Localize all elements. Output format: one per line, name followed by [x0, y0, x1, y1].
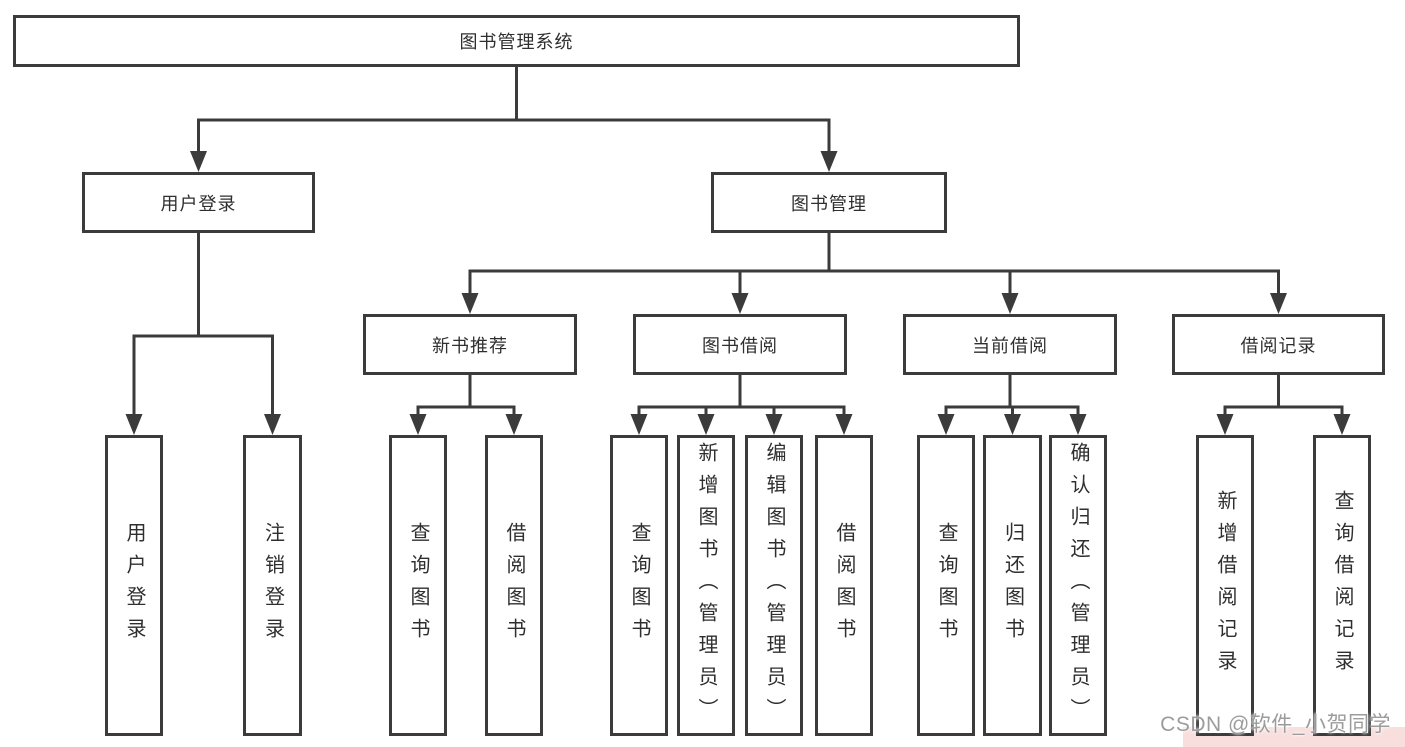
node-borrowing-records: 借阅记录	[1172, 314, 1385, 375]
node-label: 确认归还（管理员）	[1067, 441, 1089, 730]
leaf-borrow-books-borrowing: 借阅图书	[815, 435, 873, 736]
node-label: 新书推荐	[432, 335, 508, 356]
node-label: 借阅图书	[833, 521, 855, 650]
node-book-borrowing: 图书借阅	[633, 314, 847, 375]
node-label: 新增图书（管理员）	[695, 441, 717, 730]
node-label: 用户登录	[160, 193, 237, 214]
leaf-add-borrowing-record: 新增借阅记录	[1196, 435, 1254, 736]
leaf-add-book-admin: 新增图书（管理员）	[677, 435, 735, 736]
node-label: 编辑图书（管理员）	[763, 441, 785, 730]
csdn-watermark-text: CSDN @软件_小贺同学	[1160, 713, 1391, 736]
leaf-return-books: 归还图书	[983, 435, 1042, 736]
leaf-query-borrowing-record: 查询借阅记录	[1313, 435, 1371, 736]
node-label: 归还图书	[1001, 521, 1024, 650]
node-label: 当前借阅	[972, 335, 1048, 356]
leaf-edit-book-admin: 编辑图书（管理员）	[745, 435, 803, 736]
node-user-login-branch: 用户登录	[82, 172, 315, 233]
node-label: 查询借阅记录	[1331, 489, 1353, 682]
leaf-user-login: 用户登录	[105, 435, 163, 736]
node-label: 注销登录	[261, 521, 284, 650]
node-label: 新增借阅记录	[1214, 489, 1236, 682]
node-current-borrowing: 当前借阅	[903, 314, 1117, 375]
leaf-confirm-return-admin: 确认归还（管理员）	[1049, 435, 1107, 736]
tree-edges	[132, 67, 1344, 421]
leaf-query-books-current: 查询图书	[917, 435, 975, 736]
node-label: 用户登录	[123, 521, 145, 650]
leaf-logout: 注销登录	[243, 435, 302, 736]
node-label: 查询图书	[935, 521, 957, 650]
leaf-borrow-books-recommend: 借阅图书	[485, 435, 543, 736]
node-new-book-recommendation: 新书推荐	[363, 314, 577, 375]
node-label: 图书管理	[791, 193, 867, 214]
node-library-management-system: 图书管理系统	[13, 15, 1020, 67]
leaf-query-books-recommend: 查询图书	[389, 435, 447, 736]
node-label: 借阅记录	[1240, 335, 1317, 356]
arrowheads	[125, 151, 1351, 435]
node-label: 图书管理系统	[459, 32, 574, 52]
node-label: 查询图书	[628, 521, 650, 650]
node-book-management: 图书管理	[711, 172, 947, 233]
node-label: 借阅图书	[503, 521, 525, 650]
leaf-query-books-borrowing: 查询图书	[610, 435, 668, 736]
node-label: 图书借阅	[702, 335, 778, 356]
node-label: 查询图书	[407, 521, 429, 650]
